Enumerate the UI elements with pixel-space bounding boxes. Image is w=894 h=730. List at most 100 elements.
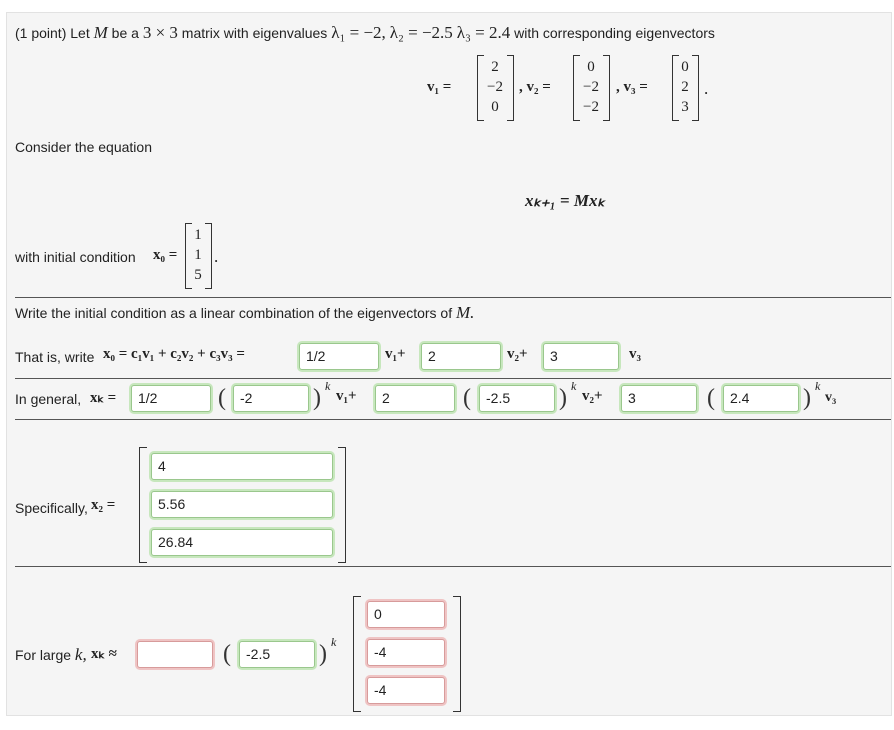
- large-k-coef-input[interactable]: [137, 641, 213, 668]
- paren-open: (: [223, 641, 231, 667]
- write-prompt-text: Write the initial condition as a linear …: [15, 305, 453, 321]
- exponent-k: k: [815, 379, 821, 393]
- initial-end: .: [214, 247, 219, 266]
- v3-bracket-right: [692, 55, 699, 121]
- x0-entry: 5: [194, 267, 202, 283]
- general-c2-input[interactable]: 2: [375, 385, 455, 412]
- large-k-k: k,: [74, 645, 87, 664]
- c1-input[interactable]: 1/2: [299, 343, 379, 370]
- x0-combination: x₀ = c₁v₁ + c₂v₂ + c₃v₃ =: [103, 346, 245, 362]
- that-is-v3: v₃: [629, 346, 641, 362]
- v2-entry: 0: [587, 59, 595, 75]
- divider: [15, 566, 891, 567]
- v1-entry: 0: [491, 99, 499, 115]
- paren-open: (: [707, 385, 715, 411]
- v1-entry: −2: [487, 79, 503, 95]
- v3-entry: 0: [681, 59, 689, 75]
- divider: [15, 378, 891, 379]
- general-lambda2-input[interactable]: -2.5: [479, 385, 555, 412]
- intro-M: M: [93, 23, 108, 42]
- write-prompt: Write the initial condition as a linear …: [15, 303, 474, 323]
- intro-prefix: (1 point) Let: [15, 25, 90, 41]
- v3-bracket-left: [672, 55, 679, 121]
- eigenvector-v2: 0 −2 −2: [579, 57, 603, 117]
- eigenvector-v3: 0 2 3: [678, 57, 692, 117]
- x0-bracket-right: [205, 223, 212, 289]
- x2-bracket-right: [338, 447, 346, 563]
- paren-close: ): [559, 385, 567, 411]
- v2-bracket-right: [603, 55, 610, 121]
- paren-close: ): [313, 385, 321, 411]
- x2-bracket-left: [139, 447, 147, 563]
- v3-label: , v₃ =: [616, 79, 648, 95]
- eigenvalue-1: λ₁ = −2,: [331, 23, 386, 42]
- v2-bracket-left: [573, 55, 580, 121]
- v1-bracket-left: [477, 55, 484, 121]
- large-k-bracket-left: [353, 596, 361, 712]
- large-k-entry-1-input[interactable]: 0: [367, 601, 445, 628]
- large-k-bracket-right: [453, 596, 461, 712]
- x2-entry-2-input[interactable]: 5.56: [151, 491, 333, 518]
- v2-label: , v₂ =: [519, 79, 551, 95]
- x0-label: x₀ =: [153, 247, 178, 263]
- paren-open: (: [463, 385, 471, 411]
- v1-entry: 2: [491, 59, 499, 75]
- general-c1-input[interactable]: 1/2: [131, 385, 211, 412]
- general-v3: v₃: [825, 390, 837, 405]
- write-prompt-M: M.: [456, 303, 475, 322]
- x0-entry: 1: [194, 227, 202, 243]
- recurrence-equation: xₖ₊₁ = Mxₖ: [525, 191, 605, 210]
- paren-open: (: [218, 385, 226, 411]
- intro-matrix-text: matrix with eigenvalues: [181, 25, 328, 41]
- general-lambda3-input[interactable]: 2.4: [723, 385, 799, 412]
- exponent-k: k: [325, 379, 331, 393]
- large-k-prefix: For large: [15, 647, 72, 663]
- paren-close: ): [803, 385, 811, 411]
- that-is-v2: v₂+: [507, 346, 528, 362]
- eigvecs-end: .: [704, 79, 709, 98]
- v3-entry: 2: [681, 79, 689, 95]
- paren-close: ): [319, 641, 327, 667]
- intro-be-a: be a: [111, 25, 139, 41]
- x2-entry-1-input[interactable]: 4: [151, 453, 333, 480]
- general-c3-input[interactable]: 3: [621, 385, 697, 412]
- v1-label: v₁ =: [427, 79, 452, 95]
- v2-entry: −2: [583, 79, 599, 95]
- general-text: In general,: [15, 391, 82, 407]
- xk-approx-label: xₖ ≈: [91, 646, 117, 662]
- x2-entry-3-input[interactable]: 26.84: [151, 529, 333, 556]
- x0-entry: 1: [194, 247, 202, 263]
- divider: [15, 297, 891, 298]
- x2-label: x₂ =: [91, 497, 116, 513]
- intro-line: (1 point) Let M be a 3 × 3 matrix with e…: [15, 23, 715, 43]
- eigenvalue-3: λ₃ = 2.4: [456, 23, 511, 42]
- x0-bracket-left: [185, 223, 192, 289]
- v3-entry: 3: [681, 99, 689, 115]
- large-k-entry-2-input[interactable]: -4: [367, 639, 445, 666]
- v1-bracket-right: [507, 55, 514, 121]
- exponent-k: k: [571, 379, 577, 393]
- xk-label: xₖ =: [90, 390, 117, 406]
- intro-dims: 3 × 3: [142, 23, 178, 42]
- specific-text: Specifically,: [15, 500, 88, 516]
- initial-vector: 1 1 5: [191, 225, 205, 285]
- large-k-lambda-input[interactable]: -2.5: [239, 641, 315, 668]
- general-v2: v₂+: [582, 388, 603, 404]
- large-k-text: For large k,: [15, 645, 87, 665]
- c3-input[interactable]: 3: [543, 343, 619, 370]
- consider-text: Consider the equation: [15, 139, 152, 155]
- initial-text: with initial condition: [15, 249, 136, 265]
- divider: [15, 419, 891, 420]
- problem-card: (1 point) Let M be a 3 × 3 matrix with e…: [6, 12, 892, 716]
- eigenvector-v1: 2 −2 0: [483, 57, 507, 117]
- that-is-v1: v₁+: [385, 346, 406, 362]
- exponent-k: k: [331, 635, 337, 649]
- that-is-text: That is, write: [15, 349, 95, 365]
- eigenvalue-2: λ₂ = −2.5: [389, 23, 453, 42]
- general-v1: v₁+: [336, 388, 357, 404]
- intro-suffix: with corresponding eigenvectors: [514, 25, 715, 41]
- large-k-entry-3-input[interactable]: -4: [367, 677, 445, 704]
- v2-entry: −2: [583, 99, 599, 115]
- c2-input[interactable]: 2: [421, 343, 501, 370]
- general-lambda1-input[interactable]: -2: [233, 385, 309, 412]
